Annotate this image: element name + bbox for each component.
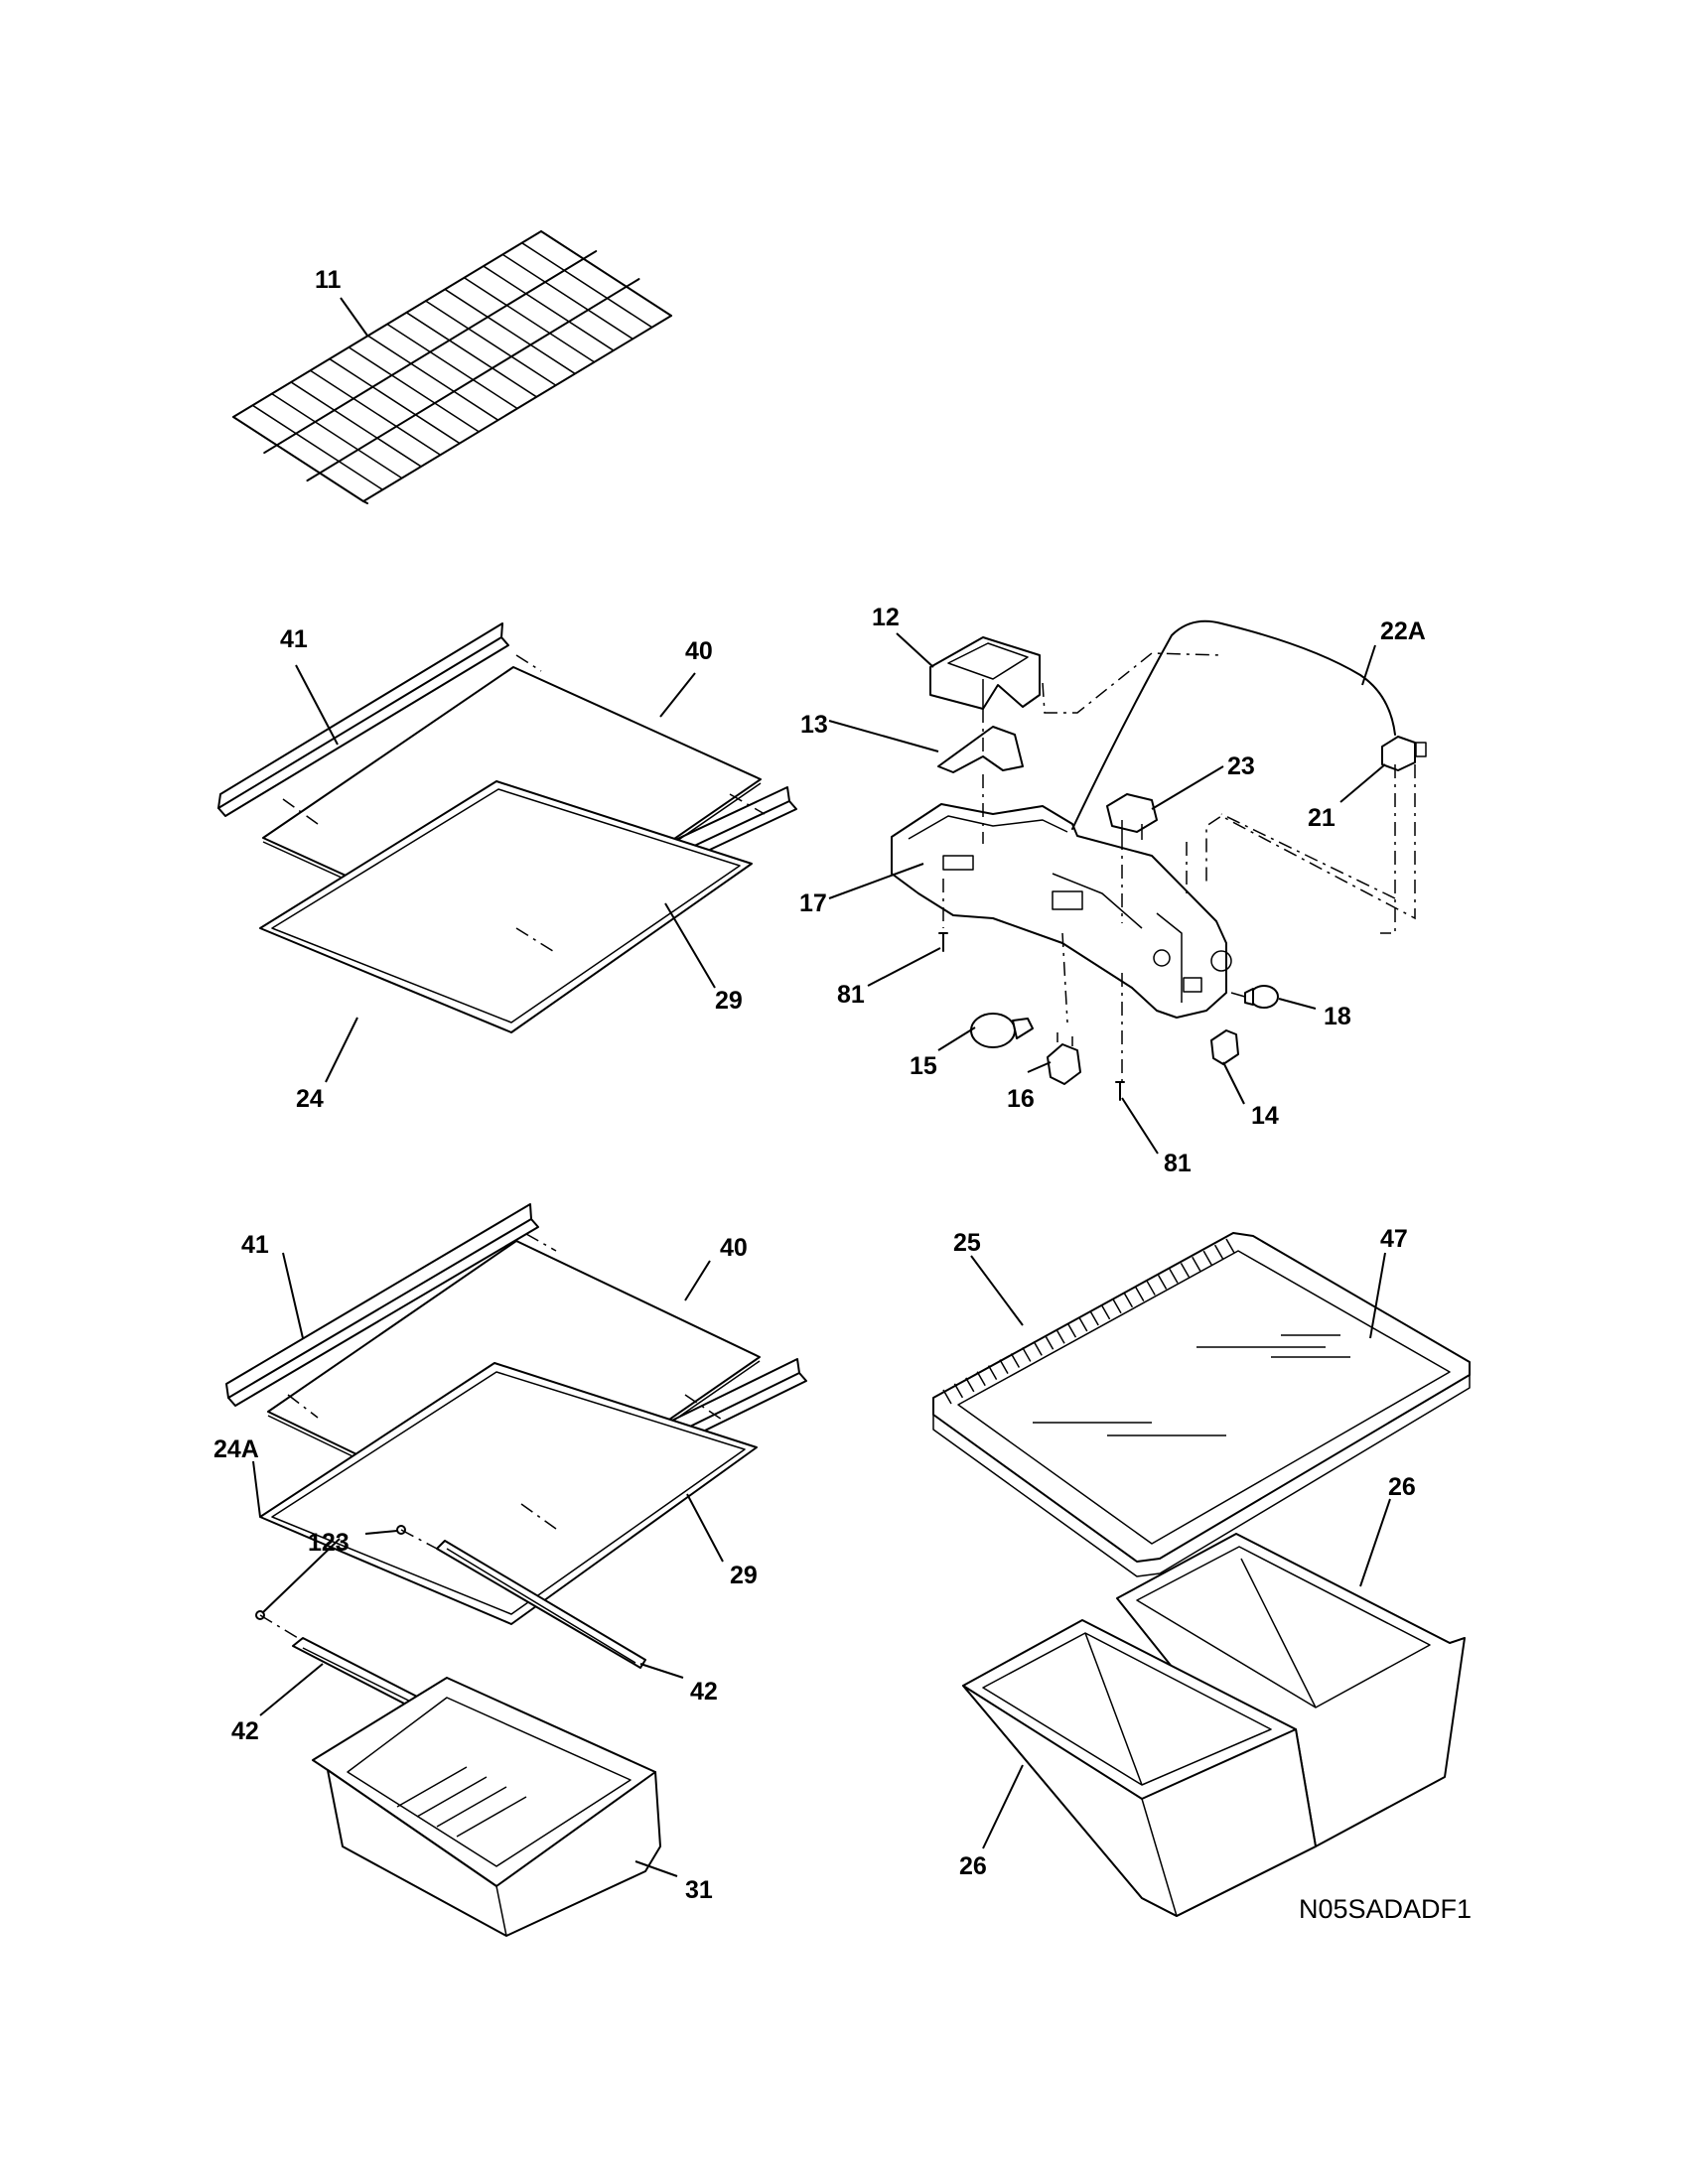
label-17: 17 bbox=[799, 889, 827, 917]
wire-bar bbox=[521, 242, 653, 329]
vent-slot bbox=[1146, 1281, 1156, 1296]
wire-bar bbox=[501, 253, 633, 341]
glass-shelf-assembly-bottom bbox=[225, 1203, 807, 1937]
wire-bar bbox=[232, 416, 364, 502]
vent-slot bbox=[1066, 1322, 1077, 1338]
wire-rail bbox=[306, 278, 640, 482]
vent-slot bbox=[1044, 1334, 1055, 1350]
label-29-lower: 29 bbox=[730, 1562, 758, 1589]
glass-shelf-assembly-top bbox=[217, 622, 797, 1033]
wire-bar bbox=[540, 230, 672, 317]
vent-slot bbox=[1078, 1316, 1088, 1332]
wire-bar bbox=[271, 392, 403, 479]
label-40-lower: 40 bbox=[720, 1234, 748, 1262]
label-41: 41 bbox=[280, 625, 308, 653]
crisper-cover-and-pans bbox=[932, 1232, 1471, 1917]
wire-bar bbox=[367, 335, 499, 421]
wire-bar bbox=[310, 369, 441, 456]
label-47: 47 bbox=[1380, 1225, 1408, 1253]
wire-bar bbox=[425, 300, 557, 386]
wire-bar bbox=[290, 381, 422, 468]
wire-bar bbox=[251, 404, 383, 490]
label-29: 29 bbox=[715, 987, 743, 1015]
vent-slot bbox=[965, 1377, 975, 1393]
label-15: 15 bbox=[910, 1052, 937, 1080]
label-40: 40 bbox=[685, 637, 713, 665]
label-26-left: 26 bbox=[959, 1852, 987, 1880]
label-41-lower: 41 bbox=[241, 1231, 269, 1259]
wire-bar bbox=[405, 312, 537, 398]
vent-slot bbox=[1033, 1340, 1043, 1356]
label-26-right: 26 bbox=[1388, 1473, 1416, 1501]
vent-slot bbox=[1225, 1238, 1235, 1254]
vent-slot bbox=[1157, 1275, 1168, 1290]
wire-bar bbox=[386, 323, 518, 410]
vent-slot bbox=[1089, 1310, 1099, 1326]
vent-slot bbox=[1202, 1250, 1212, 1266]
wire-bar bbox=[329, 357, 461, 445]
label-11: 11 bbox=[315, 266, 342, 294]
label-14: 14 bbox=[1251, 1102, 1279, 1130]
vent-slot bbox=[1100, 1304, 1111, 1320]
label-23: 23 bbox=[1227, 752, 1255, 780]
label-81-left: 81 bbox=[837, 981, 865, 1009]
vent-slot bbox=[1192, 1256, 1201, 1272]
label-123: 123 bbox=[308, 1529, 350, 1557]
label-12: 12 bbox=[872, 604, 900, 631]
wire-rail bbox=[263, 250, 598, 455]
wire-shelf-part-11 bbox=[232, 230, 672, 504]
vent-slot bbox=[976, 1371, 986, 1387]
callout-labels: 11 41 40 29 24 12 13 22A 23 21 17 81 15 … bbox=[213, 266, 1472, 1924]
wire-bar bbox=[348, 346, 480, 433]
label-31: 31 bbox=[685, 1876, 713, 1904]
label-42-left: 42 bbox=[231, 1717, 259, 1745]
diagram-code: N05SADADF1 bbox=[1299, 1894, 1472, 1924]
control-housing-assembly bbox=[891, 619, 1427, 1101]
vent-slot bbox=[1135, 1287, 1145, 1302]
vent-slot bbox=[999, 1359, 1009, 1374]
vent-slot bbox=[987, 1365, 998, 1381]
vent-slot bbox=[953, 1383, 964, 1399]
vent-slot bbox=[1055, 1328, 1065, 1344]
vent-slot bbox=[1022, 1347, 1032, 1362]
vent-slot bbox=[1213, 1244, 1224, 1260]
leader-lines bbox=[252, 297, 1391, 1877]
label-81-right: 81 bbox=[1164, 1150, 1192, 1177]
vent-slot bbox=[1169, 1269, 1179, 1284]
wire-bar bbox=[483, 265, 615, 351]
label-25: 25 bbox=[953, 1229, 981, 1257]
vent-slot bbox=[1010, 1353, 1021, 1368]
label-22a: 22A bbox=[1380, 617, 1426, 645]
vent-slot bbox=[1180, 1262, 1191, 1278]
label-24: 24 bbox=[296, 1085, 324, 1113]
label-21: 21 bbox=[1308, 804, 1336, 832]
wire-bar bbox=[464, 277, 595, 363]
vent-slot bbox=[1123, 1293, 1134, 1308]
wire-bar bbox=[444, 288, 576, 375]
label-13: 13 bbox=[800, 711, 828, 739]
label-18: 18 bbox=[1324, 1003, 1351, 1030]
label-42-right: 42 bbox=[690, 1678, 718, 1706]
label-16: 16 bbox=[1007, 1085, 1035, 1113]
label-24a: 24A bbox=[213, 1435, 259, 1463]
vent-slot bbox=[942, 1389, 952, 1405]
vent-slot bbox=[1112, 1298, 1122, 1314]
